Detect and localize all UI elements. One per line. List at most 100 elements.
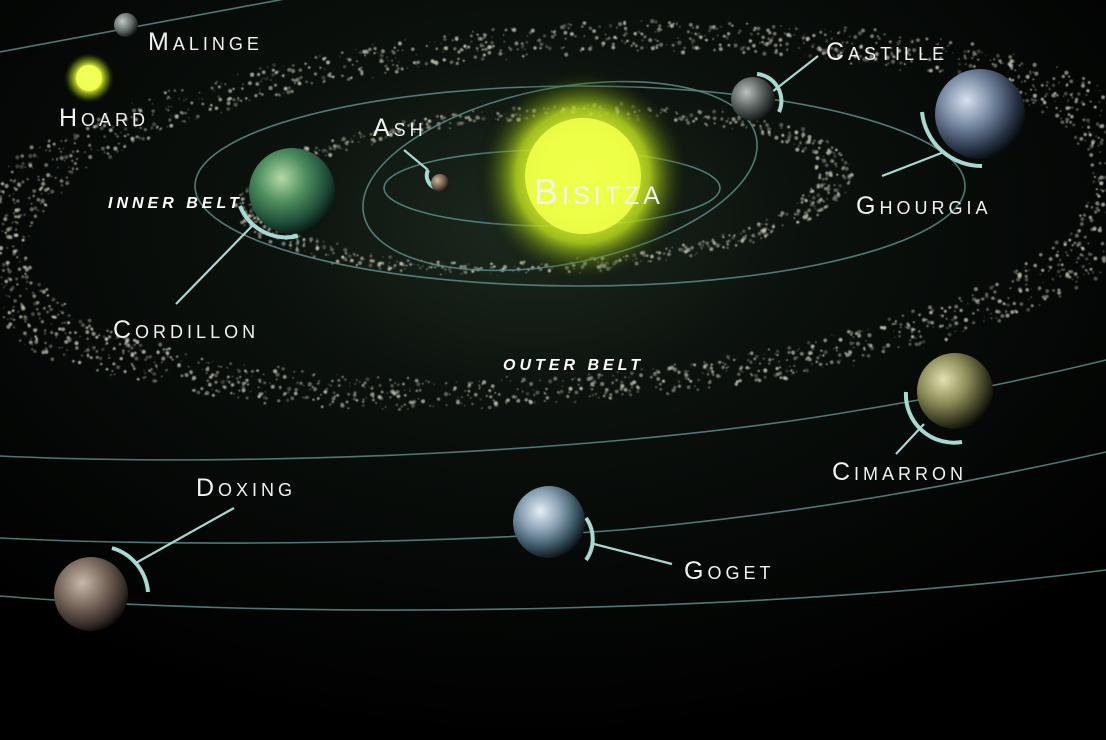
asteroid-particle (885, 55, 890, 60)
asteroid-particle (752, 124, 756, 127)
asteroid-particle (360, 136, 363, 139)
asteroid-particle (358, 67, 362, 71)
asteroid-particle (953, 315, 958, 320)
asteroid-particle (666, 392, 669, 395)
asteroid-particle (1018, 64, 1021, 67)
asteroid-particle (766, 28, 770, 32)
asteroid-particle (95, 349, 99, 353)
asteroid-particle (911, 39, 913, 41)
asteroid-particle (608, 396, 612, 400)
asteroid-particle (813, 205, 816, 208)
asteroid-particle (694, 32, 697, 36)
asteroid-particle (781, 133, 785, 137)
asteroid-particle (10, 170, 14, 174)
asteroid-particle (757, 32, 760, 35)
asteroid-particle (41, 181, 46, 186)
asteroid-particle (356, 60, 358, 63)
asteroid-particle (285, 398, 290, 402)
asteroid-particle (16, 256, 19, 259)
asteroid-particle (467, 394, 469, 397)
asteroid-particle (1100, 109, 1103, 112)
asteroid-particle (75, 346, 79, 350)
asteroid-particle (191, 378, 194, 381)
label-malinge: Malinge (148, 28, 263, 56)
asteroid-particle (442, 48, 444, 50)
asteroid-particle (66, 183, 68, 185)
asteroid-particle (290, 68, 292, 70)
asteroid-particle (603, 395, 606, 397)
asteroid-particle (24, 166, 26, 168)
asteroid-particle (20, 154, 24, 158)
asteroid-particle (277, 365, 280, 369)
asteroid-particle (574, 390, 579, 395)
asteroid-particle (742, 50, 746, 55)
asteroid-particle (1079, 253, 1083, 257)
asteroid-particle (44, 341, 47, 345)
asteroid-particle (281, 241, 286, 246)
asteroid-particle (23, 236, 26, 239)
asteroid-particle (1054, 240, 1059, 245)
asteroid-particle (554, 33, 557, 36)
asteroid-particle (775, 366, 779, 371)
asteroid-particle (396, 122, 399, 125)
asteroid-particle (543, 391, 545, 393)
asteroid-particle (424, 62, 429, 66)
asteroid-particle (721, 110, 724, 113)
asteroid-particle (808, 54, 812, 58)
asteroid-particle (986, 307, 990, 311)
asteroid-particle (921, 58, 923, 60)
asteroid-particle (76, 150, 79, 153)
asteroid-particle (325, 253, 328, 256)
asteroid-particle (502, 264, 508, 270)
asteroid-particle (815, 156, 820, 161)
asteroid-particle (852, 336, 855, 338)
asteroid-particle (183, 120, 186, 123)
asteroid-particle (1067, 99, 1070, 102)
asteroid-particle (1065, 84, 1068, 87)
asteroid-particle (1055, 274, 1058, 276)
asteroid-particle (601, 45, 604, 48)
asteroid-particle (1014, 69, 1017, 72)
asteroid-particle (463, 44, 467, 48)
asteroid-particle (1087, 147, 1091, 151)
asteroid-particle (818, 175, 822, 180)
asteroid-particle (632, 42, 636, 45)
asteroid-particle (763, 368, 768, 373)
asteroid-particle (597, 373, 602, 378)
asteroid-particle (597, 377, 600, 380)
asteroid-particle (321, 148, 326, 153)
asteroid-particle (892, 55, 896, 59)
asteroid-particle (709, 25, 714, 30)
asteroid-particle (350, 259, 354, 263)
asteroid-particle (237, 97, 240, 100)
asteroid-particle (993, 63, 998, 68)
asteroid-particle (287, 391, 290, 394)
asteroid-particle (667, 370, 669, 372)
asteroid-particle (526, 35, 528, 37)
bracket-goget (584, 516, 595, 562)
asteroid-particle (155, 364, 158, 367)
asteroid-particle (703, 117, 705, 119)
asteroid-particle (814, 208, 816, 210)
asteroid-particle (660, 29, 663, 31)
asteroid-particle (427, 119, 432, 123)
asteroid-particle (677, 40, 682, 45)
asteroid-particle (1013, 53, 1015, 55)
asteroid-particle (131, 364, 134, 367)
asteroid-particle (823, 205, 827, 209)
asteroid-particle (795, 370, 798, 373)
asteroid-particle (800, 196, 805, 201)
asteroid-particle (1032, 62, 1037, 67)
asteroid-particle (701, 244, 704, 247)
asteroid-particle (778, 214, 780, 217)
asteroid-particle (853, 35, 858, 39)
asteroid-particle (1027, 99, 1029, 102)
asteroid-particle (14, 179, 17, 182)
asteroid-particle (710, 370, 715, 374)
asteroid-particle (258, 378, 262, 382)
asteroid-particle (19, 164, 24, 169)
orbit-cimarron (0, 359, 1106, 461)
asteroid-particle (731, 128, 733, 130)
asteroid-particle (825, 177, 828, 181)
asteroid-particle (181, 89, 184, 92)
